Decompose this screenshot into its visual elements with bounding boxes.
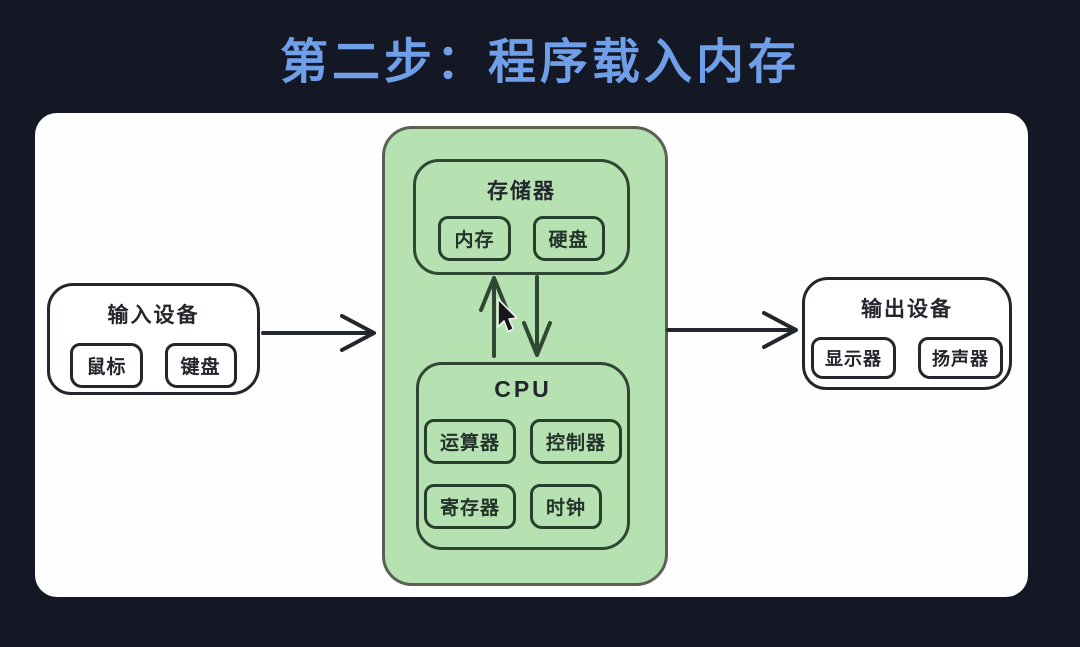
- input-device-label: 输入设备: [107, 304, 200, 327]
- input-device-items: 鼠标 键盘: [70, 343, 237, 388]
- speaker-chip: 扬声器: [918, 337, 1003, 379]
- cpu-box: CPU 运算器 控制器 寄存器 时钟: [416, 362, 630, 550]
- host-box: 存储器 内存 硬盘 CPU 运算器 控制器 寄存器 时钟: [382, 126, 668, 586]
- storage-box: 存储器 内存 硬盘: [413, 159, 630, 275]
- output-device-box: 输出设备 显示器 扬声器: [802, 277, 1012, 390]
- cpu-label: CPU: [494, 376, 552, 402]
- control-unit-chip: 控制器: [530, 419, 623, 464]
- input-device-box: 输入设备 鼠标 键盘: [47, 283, 260, 395]
- output-device-items: 显示器 扬声器: [811, 337, 1003, 379]
- diagram-panel: 输入设备 鼠标 键盘 存储器 内存 硬盘 CPU 运算器 控制器 寄存器: [35, 113, 1028, 597]
- storage-items: 内存 硬盘: [438, 216, 605, 261]
- clock-chip: 时钟: [530, 484, 603, 529]
- harddisk-chip: 硬盘: [532, 216, 605, 261]
- storage-label: 存储器: [487, 180, 556, 203]
- mouse-chip: 鼠标: [70, 343, 143, 388]
- cpu-items: 运算器 控制器 寄存器 时钟: [423, 419, 623, 529]
- register-chip: 寄存器: [423, 484, 516, 529]
- output-device-label: 输出设备: [861, 298, 953, 321]
- alu-chip: 运算器: [423, 419, 516, 464]
- ram-chip: 内存: [438, 216, 511, 261]
- monitor-chip: 显示器: [811, 337, 896, 379]
- keyboard-chip: 键盘: [164, 343, 237, 388]
- slide-title: 第二步：程序载入内存: [279, 36, 800, 89]
